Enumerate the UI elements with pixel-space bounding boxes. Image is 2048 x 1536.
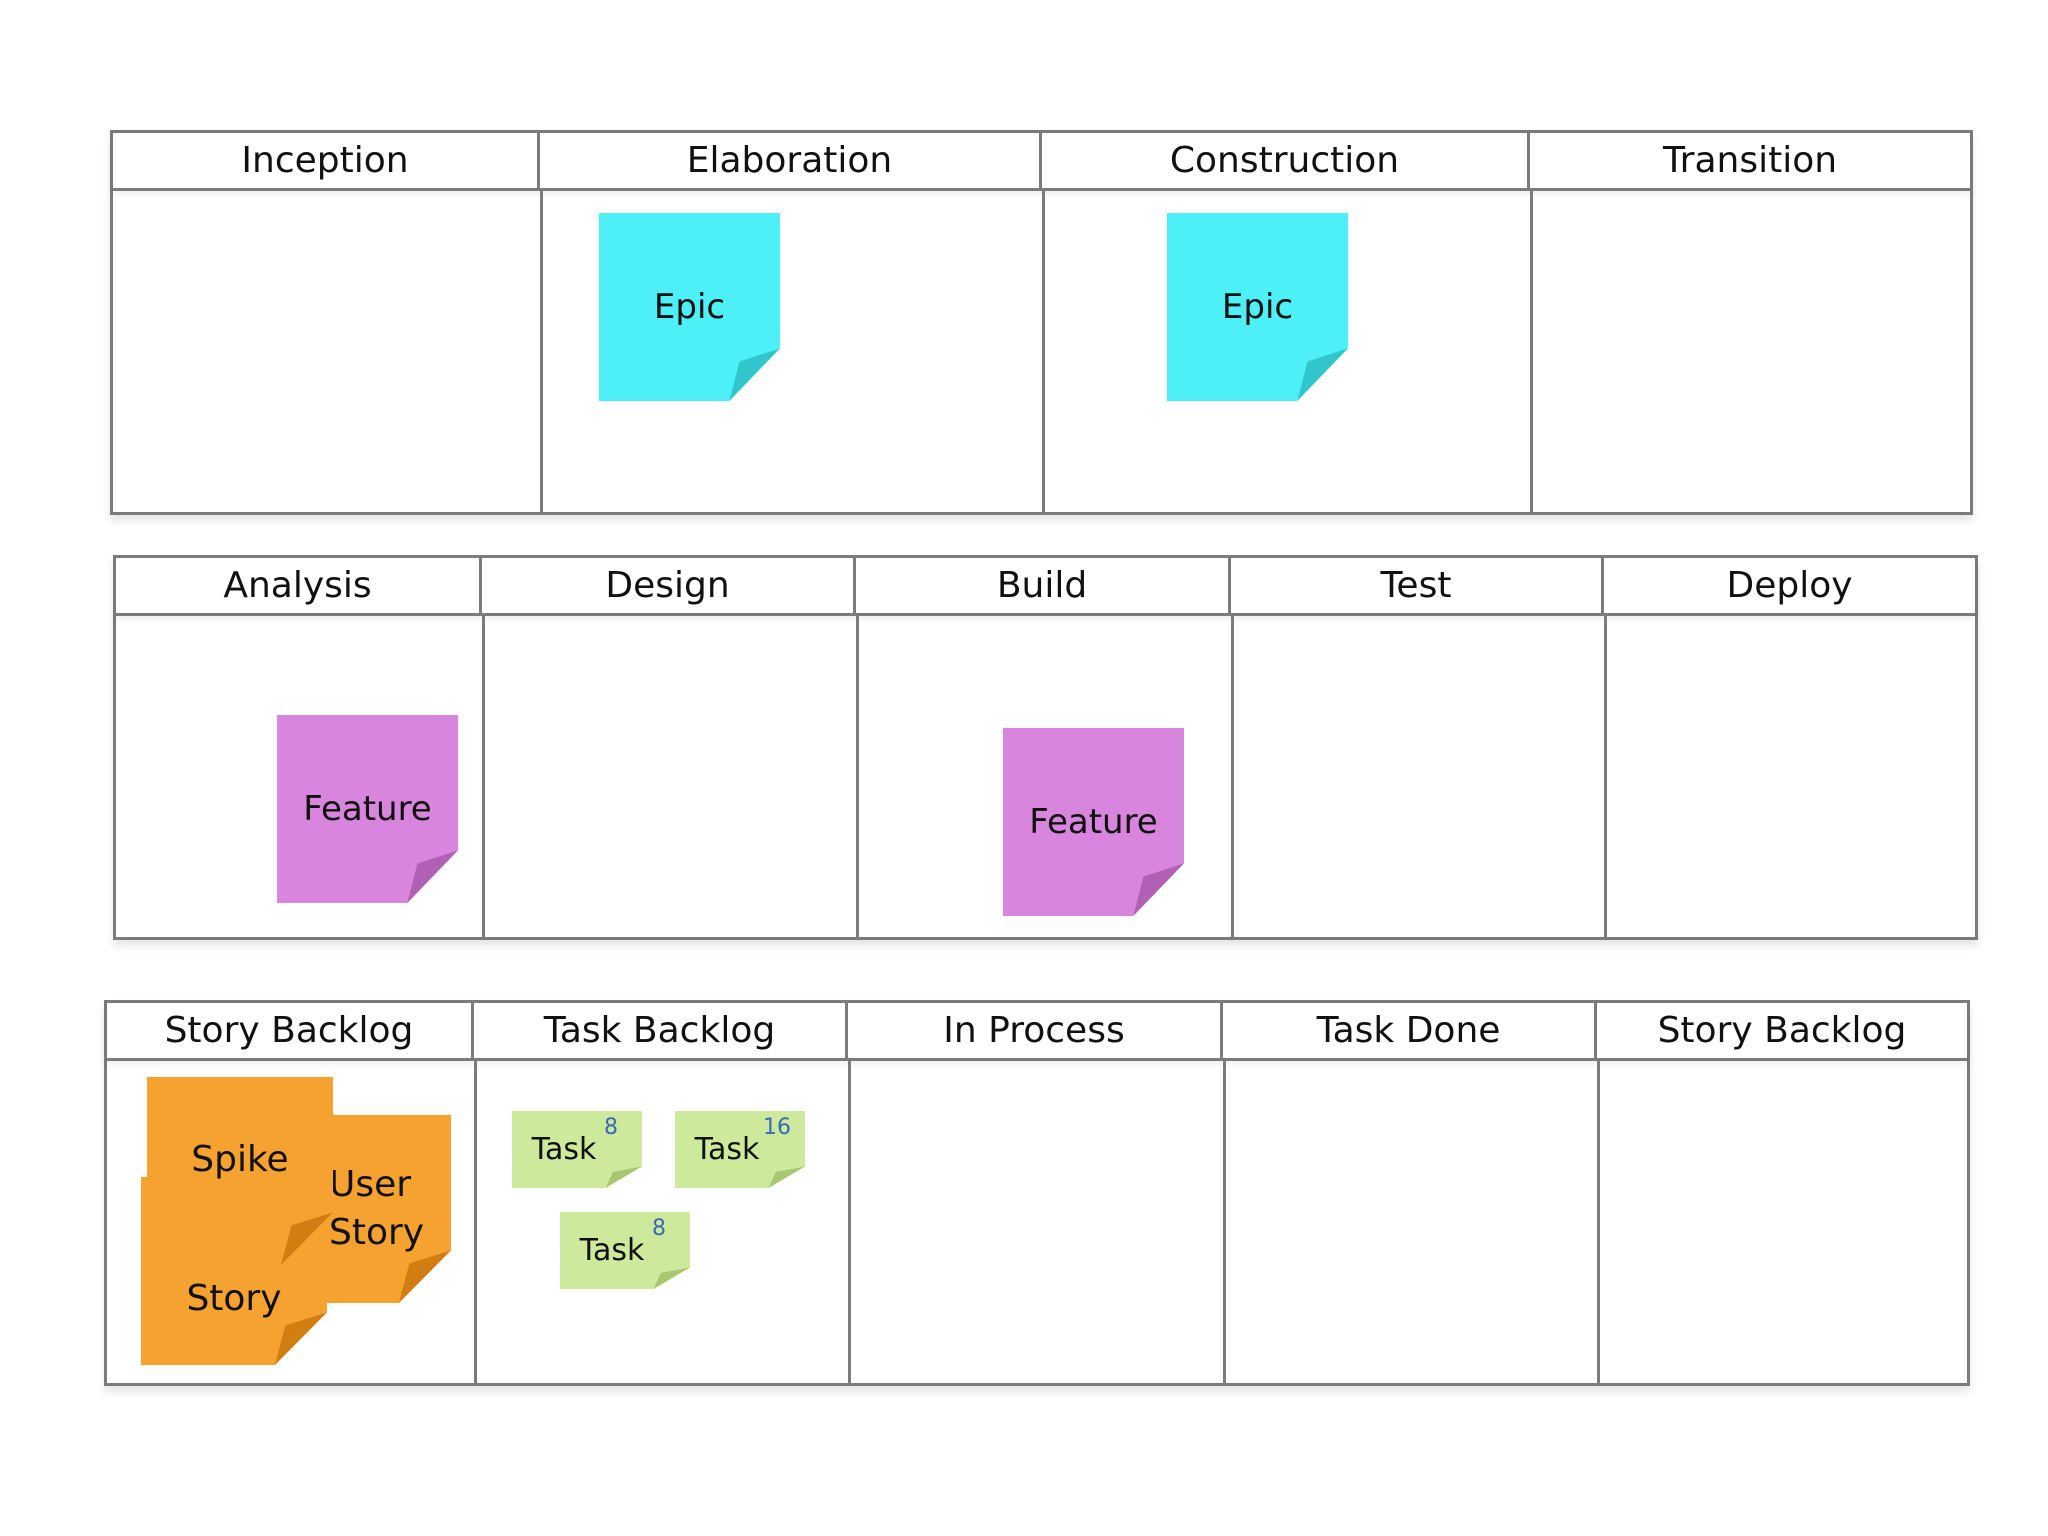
- column-header-story-backlog: Story Backlog: [107, 1003, 474, 1058]
- feature-note[interactable]: Feature: [1003, 728, 1184, 916]
- column-header-build: Build: [856, 558, 1231, 613]
- note-label: Feature: [303, 789, 432, 829]
- note-label: Epic: [1221, 287, 1294, 327]
- column-divider: [474, 1058, 477, 1383]
- column-divider: [1231, 613, 1234, 937]
- epic-note[interactable]: Epic: [1167, 213, 1348, 401]
- task-note[interactable]: Task 8: [512, 1111, 642, 1188]
- note-label: Epic: [653, 287, 726, 327]
- spike-note[interactable]: Spike: [147, 1077, 333, 1265]
- column-header-analysis: Analysis: [116, 558, 482, 613]
- note-label: Task: [694, 1132, 760, 1167]
- task-board-header: Story Backlog Task Backlog In Process Ta…: [107, 1003, 1967, 1061]
- note-label: Spike: [191, 1138, 289, 1180]
- column-header-story-backlog-done: Story Backlog: [1657, 1010, 1907, 1051]
- column-divider: [856, 613, 859, 937]
- column-divider: [1597, 1058, 1600, 1383]
- epic-note[interactable]: Epic: [599, 213, 780, 401]
- note-label: Task: [579, 1233, 645, 1268]
- note-label: Task: [531, 1132, 597, 1167]
- column-header-elaboration: Elaboration: [540, 133, 1042, 188]
- task-points: 16: [763, 1115, 791, 1140]
- task-note[interactable]: Task 16: [675, 1111, 805, 1188]
- column-divider: [1530, 188, 1533, 512]
- task-points: 8: [652, 1216, 666, 1241]
- phase-board-header: Inception Elaboration Construction Trans…: [113, 133, 1970, 191]
- task-points: 8: [604, 1115, 618, 1140]
- column-header-in-process: In Process: [848, 1003, 1223, 1058]
- column-header-construction: Construction: [1042, 133, 1530, 188]
- note-label: User Story: [329, 1164, 425, 1253]
- column-header-deploy: Deploy: [1726, 565, 1853, 606]
- column-divider: [1042, 188, 1045, 512]
- column-divider: [848, 1058, 851, 1383]
- column-header-test: Test: [1231, 558, 1604, 613]
- column-divider: [482, 613, 485, 937]
- phase-board: Inception Elaboration Construction Trans…: [110, 130, 1973, 515]
- column-header-design: Design: [482, 558, 856, 613]
- column-divider: [540, 188, 543, 512]
- feature-board-header: Analysis Design Build Test Deploy: [116, 558, 1975, 616]
- note-label: Story: [186, 1277, 282, 1319]
- column-divider: [1223, 1058, 1226, 1383]
- feature-note[interactable]: Feature: [277, 715, 458, 903]
- note-label: Feature: [1029, 802, 1158, 842]
- column-header-task-backlog: Task Backlog: [474, 1003, 848, 1058]
- column-header-transition: Transition: [1662, 140, 1838, 181]
- column-header-task-done: Task Done: [1223, 1003, 1597, 1058]
- column-divider: [1604, 613, 1607, 937]
- column-header-inception: Inception: [113, 133, 540, 188]
- task-note[interactable]: Task 8: [560, 1212, 690, 1289]
